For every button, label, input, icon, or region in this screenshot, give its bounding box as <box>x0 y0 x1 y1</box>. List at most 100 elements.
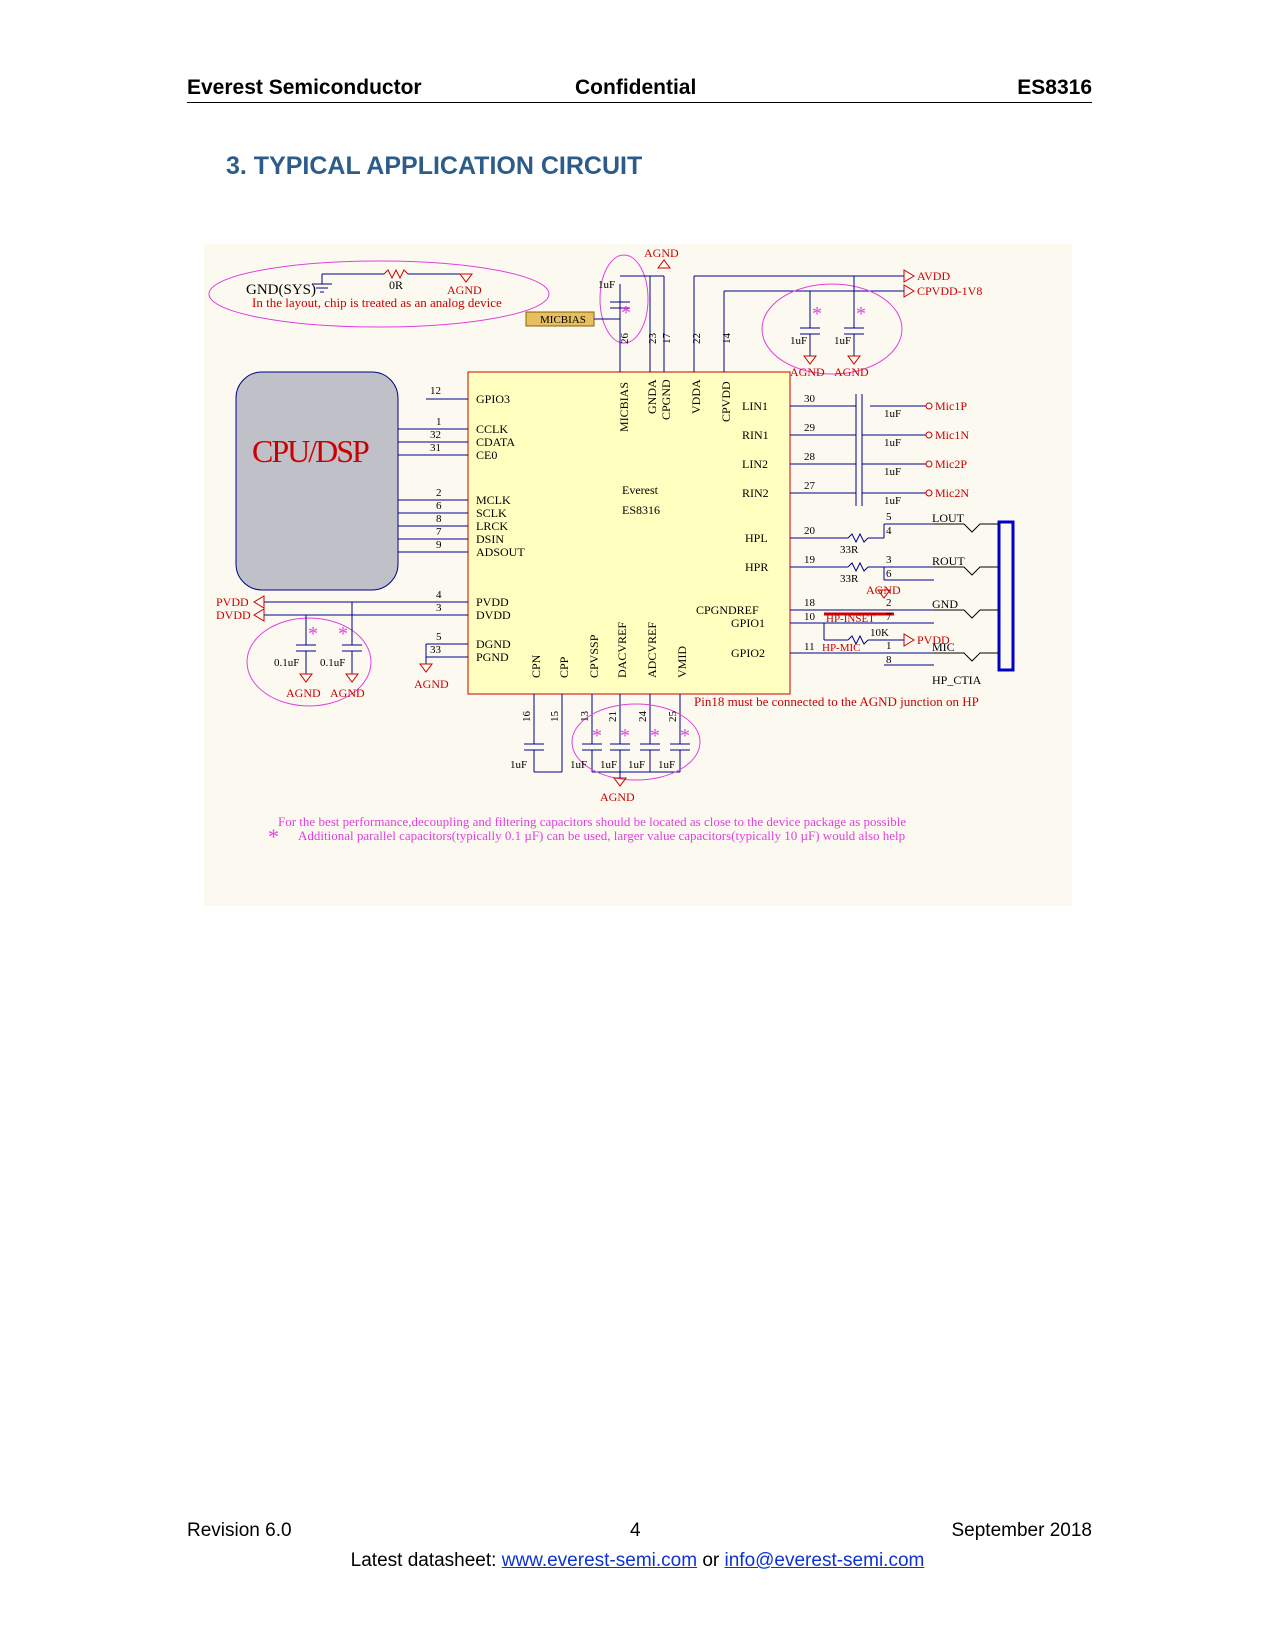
mic2n-label: Mic2N <box>935 486 969 500</box>
resistor-10k <box>847 634 869 646</box>
cap-01uf-left-1: 0.1uF <box>274 657 299 669</box>
pin-num-6: 6 <box>436 500 442 512</box>
pin-num-17: 17 <box>661 333 673 345</box>
jack-pin-7: 7 <box>886 611 892 623</box>
cap-1uf-mic1p: 1uF <box>884 408 901 420</box>
resistor-10k-label: 10K <box>870 627 889 639</box>
jack-pin-8: 8 <box>886 654 892 666</box>
dgnd-agnd-symbol <box>419 663 433 673</box>
pin-sclk: SCLK <box>476 506 507 520</box>
pin-gnda: GNDA <box>645 379 659 414</box>
lout-label: LOUT <box>932 511 965 525</box>
pin-cdata: CDATA <box>476 435 515 449</box>
jack-pin-1: 1 <box>886 640 892 652</box>
pin-lin1: LIN1 <box>742 399 768 413</box>
pin-num-5: 5 <box>436 631 442 643</box>
pin-rin2: RIN2 <box>742 486 769 500</box>
footer-revision: Revision 6.0 <box>187 1520 292 1541</box>
pin-num-10: 10 <box>804 611 816 623</box>
rout-label: ROUT <box>932 554 965 568</box>
asterisk-top-1: * <box>812 303 822 325</box>
left-pin-wires <box>264 398 468 664</box>
agnd-bottom-label: AGND <box>600 790 635 804</box>
agnd-hp-label: AGND <box>866 583 901 597</box>
asterisk-bottom-3: * <box>650 725 660 747</box>
pin-cclk: CCLK <box>476 422 508 436</box>
cap-1uf-mic2n: 1uF <box>884 495 901 507</box>
mic2p-label: Mic2P <box>935 457 967 471</box>
cap-1uf-mic2p: 1uF <box>884 466 901 478</box>
asterisk-top-2: * <box>856 303 866 325</box>
pin18-note: Pin18 must be connected to the AGND junc… <box>694 694 979 709</box>
pin-num-18: 18 <box>804 597 816 609</box>
pin-num-28: 28 <box>804 451 816 463</box>
pin-num-11: 11 <box>804 641 815 653</box>
chip-part: ES8316 <box>622 503 660 517</box>
hp-mic-label: HP-MIC <box>822 642 861 654</box>
cap-1uf-dacvref: 1uF <box>600 759 617 771</box>
agnd-left-1 <box>299 673 313 683</box>
agnd-top-right-1 <box>803 355 817 365</box>
pin-cpvssp: CPVSSP <box>587 634 601 678</box>
pin-mclk: MCLK <box>476 493 511 507</box>
pin-num-14: 14 <box>721 333 733 345</box>
agnd-left-2 <box>345 673 359 683</box>
footer-date: September 2018 <box>951 1520 1093 1541</box>
pin-num-12: 12 <box>430 385 441 397</box>
pin-num-2: 2 <box>436 487 442 499</box>
mic2n-terminal <box>925 489 933 497</box>
asterisk-bottom-4: * <box>680 725 690 747</box>
pin-num-8: 8 <box>436 513 442 525</box>
section-title: 3. TYPICAL APPLICATION CIRCUIT <box>226 152 643 180</box>
pin-num-29: 29 <box>804 422 816 434</box>
jack-pin-5: 5 <box>886 511 892 523</box>
datasheet-url-link[interactable]: www.everest-semi.com <box>501 1550 698 1571</box>
pin-num-20: 20 <box>804 525 816 537</box>
pin-num-1: 1 <box>436 416 442 428</box>
layout-note: In the layout, chip is treated as an ana… <box>252 295 502 310</box>
application-circuit-schematic: GND(SYS) 0R AGND In the layout, chip is … <box>204 244 1072 906</box>
agnd-label-left-2: AGND <box>330 686 365 700</box>
mic1p-terminal <box>925 402 933 410</box>
avdd-label: AVDD <box>917 269 950 283</box>
cap-1uf-top-2: 1uF <box>834 335 851 347</box>
pin-pvdd: PVDD <box>476 595 509 609</box>
pin-dsin: DSIN <box>476 532 504 546</box>
gnd-label: GND <box>932 597 958 611</box>
resistor-33r-hpr <box>847 561 869 573</box>
decoupling-ellipse-top <box>761 283 903 375</box>
asterisk-note: * <box>268 824 279 849</box>
parallel-capacitor-note: Additional parallel capacitors(typically… <box>298 828 905 843</box>
pin-lrck: LRCK <box>476 519 508 533</box>
cpvdd-arrow <box>903 284 915 298</box>
dvdd-label: DVDD <box>216 608 251 622</box>
email-link[interactable]: info@everest-semi.com <box>724 1550 925 1571</box>
cap-1uf-mic1n: 1uF <box>884 437 901 449</box>
mic1n-label: Mic1N <box>935 428 969 442</box>
pvdd-hp-label: PVDD <box>917 633 950 647</box>
micbias-cap-ellipse <box>599 254 649 344</box>
pin-cpgndref: CPGNDREF <box>696 603 759 617</box>
cap-1uf-vmid: 1uF <box>658 759 675 771</box>
pin-cpp: CPP <box>557 656 571 678</box>
pin-num-22: 22 <box>691 333 703 344</box>
pin-num-21: 21 <box>607 711 619 722</box>
agnd-hp-symbol <box>877 589 891 599</box>
agnd-label-top-left: AGND <box>447 283 482 297</box>
mic-input-wires <box>790 394 926 506</box>
agnd-top-right-2 <box>847 355 861 365</box>
footer-latest-prefix: Latest datasheet: <box>350 1550 502 1571</box>
jack-pin-3: 3 <box>886 554 892 566</box>
agnd-label-top-right-2: AGND <box>834 365 869 379</box>
pin-num-32: 32 <box>430 429 441 441</box>
pin-adcvref: ADCVREF <box>645 622 659 678</box>
cpu-dsp-label: CPU/DSP <box>252 433 369 469</box>
resistor-33r-hpl <box>847 532 869 544</box>
pin-num-33: 33 <box>430 644 442 656</box>
pin-num-19: 19 <box>804 554 816 566</box>
asterisk-left-1: * <box>308 623 318 645</box>
pin-num-31: 31 <box>430 442 441 454</box>
mic1n-terminal <box>925 431 933 439</box>
footer-links: Latest datasheet: www.everest-semi.com o… <box>0 1550 1275 1572</box>
pin-num-23: 23 <box>647 333 659 345</box>
